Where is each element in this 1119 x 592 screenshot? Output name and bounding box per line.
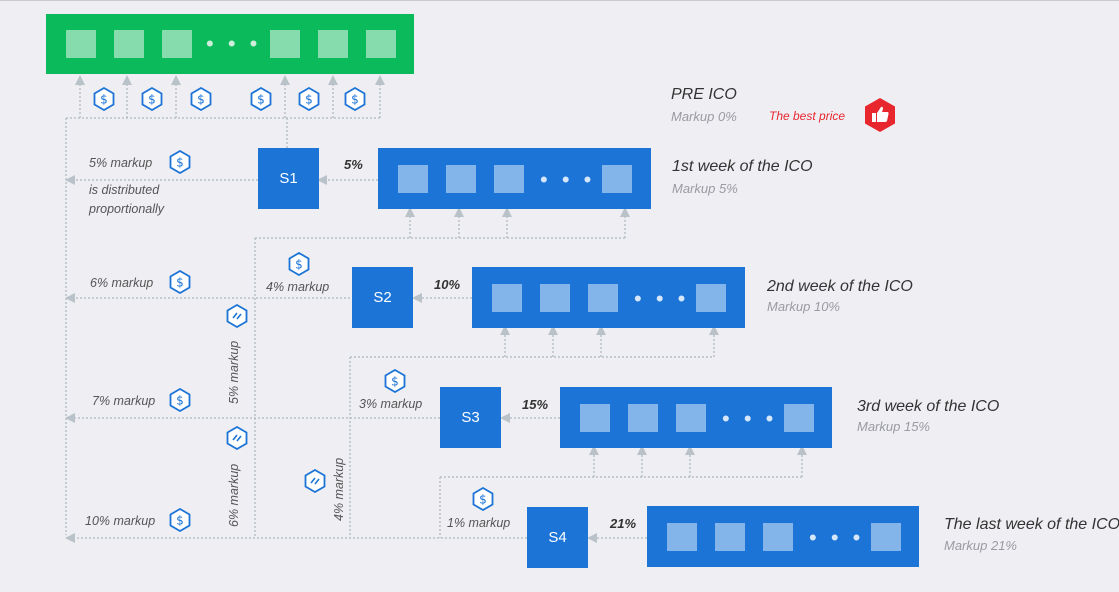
dollar-hex-icon: $ [190, 87, 212, 111]
svg-text:$: $ [305, 93, 313, 107]
dollar-hex-icon: $ [472, 487, 494, 511]
stage-1-markup: Markup 5% [672, 181, 738, 196]
ellipsis-dots: • • • [540, 167, 596, 192]
dollar-hex-icon: $ [298, 87, 320, 111]
vertical-markup-label-5pct: 5% markup [227, 340, 241, 404]
stage-4-bar: • • • [647, 506, 919, 567]
token-square [763, 523, 793, 551]
token-square [66, 30, 96, 58]
svg-text:$: $ [100, 93, 108, 107]
stage-box-s3: S3 [440, 387, 501, 448]
svg-text:$: $ [148, 93, 156, 107]
stage-3-bar: • • • [560, 387, 832, 448]
svg-text:$: $ [176, 394, 184, 408]
dollar-hex-icon: $ [344, 87, 366, 111]
dollar-hex-icon: $ [93, 87, 115, 111]
stage-box-s1: S1 [258, 148, 319, 209]
distribution-note-line-1: is distributed [89, 183, 160, 197]
token-square [398, 165, 428, 193]
top-divider [0, 0, 1119, 1]
dollar-hex-icon: $ [169, 388, 191, 412]
ellipsis-dots: • • • [206, 31, 262, 56]
left-markup-label-2: 6% markup [90, 276, 154, 290]
stage-4-percent: 21% [610, 516, 637, 531]
token-square [676, 404, 706, 432]
transfer-hex-icon [226, 304, 248, 328]
left-markup-label-1: 5% markup [89, 156, 153, 170]
transfer-hex-icon [226, 426, 248, 450]
pre-ico-markup: Markup 0% [671, 109, 737, 124]
ellipsis-dots: • • • [634, 286, 690, 311]
ellipsis-dots: • • • [809, 525, 865, 550]
vertical-markup-label-6pct: 6% markup [227, 463, 241, 527]
thumbs-up-icon [865, 98, 895, 132]
stage-box-s4: S4 [527, 507, 588, 568]
token-square [628, 404, 658, 432]
stage-3-title: 3rd week of the ICO [857, 398, 1000, 415]
svg-text:$: $ [391, 375, 399, 389]
ellipsis-dots: • • • [722, 406, 778, 431]
token-square [446, 165, 476, 193]
token-square [494, 165, 524, 193]
token-square [715, 523, 745, 551]
token-square [602, 165, 632, 193]
best-price-label: The best price [769, 109, 846, 123]
pre-ico-bar: • • • [46, 14, 414, 74]
transfer-label-1pct: 1% markup [447, 516, 511, 530]
stage-4-title: The last week of the ICO [944, 516, 1119, 533]
stage-3-markup: Markup 15% [857, 419, 930, 434]
token-square [540, 284, 570, 312]
token-square [580, 404, 610, 432]
token-square [366, 30, 396, 58]
token-square [318, 30, 348, 58]
token-square [492, 284, 522, 312]
distribution-note-line-2: proportionally [89, 202, 165, 216]
svg-text:$: $ [176, 514, 184, 528]
transfer-hex-icon [304, 469, 326, 493]
svg-text:$: $ [176, 156, 184, 170]
transfer-label-3pct: 3% markup [359, 397, 423, 411]
stage-1-title: 1st week of the ICO [672, 158, 813, 175]
token-square [270, 30, 300, 58]
token-square [588, 284, 618, 312]
stage-2-bar: • • • [472, 267, 745, 328]
svg-text:$: $ [295, 258, 303, 272]
svg-text:$: $ [176, 276, 184, 290]
left-markup-label-3: 7% markup [92, 394, 156, 408]
svg-text:$: $ [479, 493, 487, 507]
token-square [871, 523, 901, 551]
stage-2-markup: Markup 10% [767, 299, 840, 314]
transfer-label-4pct: 4% markup [266, 280, 330, 294]
stage-4-markup: Markup 21% [944, 538, 1017, 553]
stage-2-title: 2nd week of the ICO [767, 278, 913, 295]
dollar-hex-icon: $ [141, 87, 163, 111]
stage-1-bar: • • • [378, 148, 651, 209]
stage-2-percent: 10% [434, 277, 461, 292]
dollar-hex-icon: $ [169, 150, 191, 174]
dollar-hex-icon: $ [169, 270, 191, 294]
token-square [784, 404, 814, 432]
dollar-hex-icon: $ [288, 252, 310, 276]
token-square [114, 30, 144, 58]
svg-text:$: $ [351, 93, 359, 107]
left-markup-label-4: 10% markup [85, 514, 156, 528]
token-square [667, 523, 697, 551]
vertical-markup-label-4pct: 4% markup [332, 457, 346, 521]
svg-text:$: $ [257, 93, 265, 107]
svg-text:$: $ [197, 93, 205, 107]
stage-box-s2: S2 [352, 267, 413, 328]
dollar-hex-icon: $ [384, 369, 406, 393]
pre-ico-title: PRE ICO [671, 86, 737, 103]
dollar-hex-icon: $ [169, 508, 191, 532]
dollar-hex-icon: $ [250, 87, 272, 111]
token-square [696, 284, 726, 312]
stage-3-percent: 15% [522, 397, 549, 412]
token-square [162, 30, 192, 58]
stage-1-percent: 5% [344, 157, 363, 172]
